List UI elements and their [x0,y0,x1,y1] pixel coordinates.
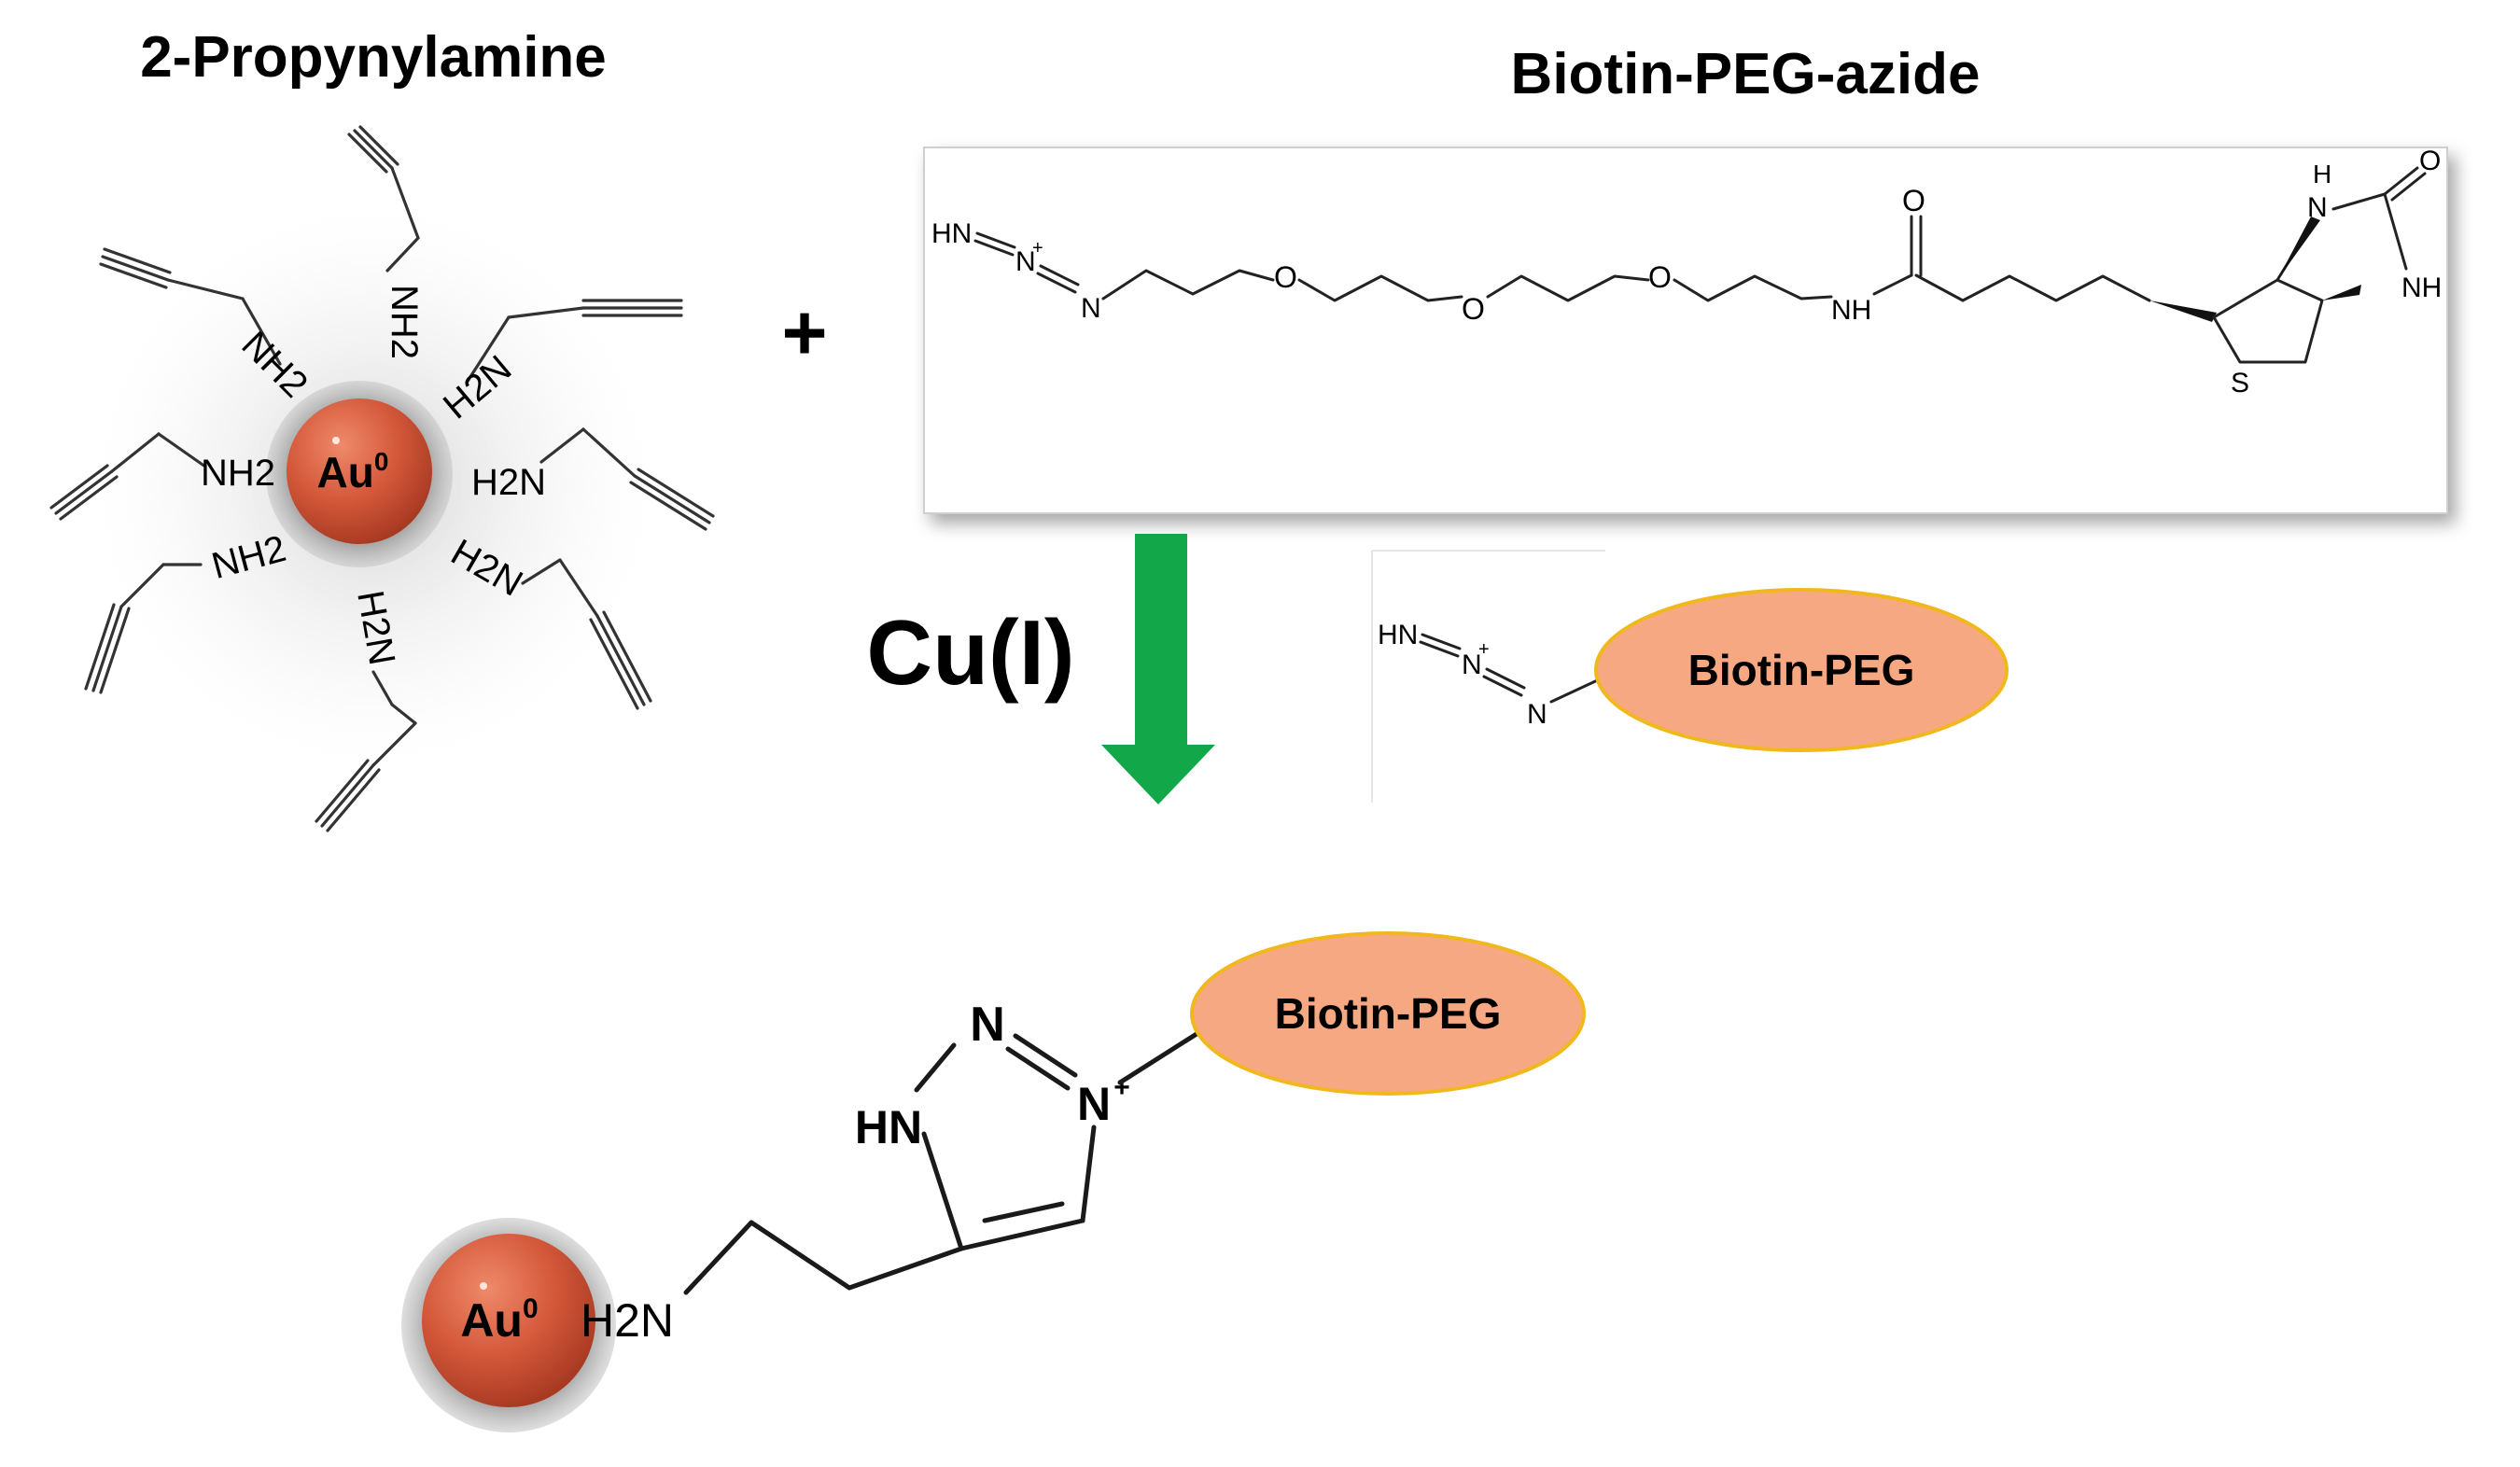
azide-legend: HN N + N Biotin-PEG [1371,550,2009,803]
product-biotin-ellipse [1190,931,1586,1096]
biotin-peg-azide-structure: HN N + N O O O NH O S N H [923,146,2448,514]
propargyl-arm-upper-right [465,299,683,384]
peg-oxygen-3: O [1648,260,1672,294]
gold-core-label: Au0 [317,447,389,496]
stereo-wedge-3 [2322,285,2361,300]
core-highlight [332,437,340,444]
arrow-head [1101,745,1215,804]
azide-hn: HN [931,218,972,249]
product-biotin-label: Biotin-PEG [1275,989,1502,1038]
propargyl-arm-right [539,427,715,531]
ring-n: N [2307,192,2328,223]
triazole-hn: HN [855,1101,922,1153]
catalyst-label: Cu(I) [866,601,1074,704]
structure-box [923,147,2448,514]
carbonyl-oxygen: O [1902,184,1925,217]
triazole-n-plus: N [1077,1078,1111,1130]
legend-biotin-label: Biotin-PEG [1688,646,1915,694]
propargyl-arm-lower-right [521,558,652,710]
peg-oxygen-2: O [1462,292,1485,326]
reaction-arrow [1101,534,1215,804]
triazole-n-top: N [970,998,1005,1052]
legend-azide-n-end: N [1527,699,1547,730]
azide-n-plus: N [1015,246,1036,277]
ring-sulfur: S [2231,368,2249,398]
amine-label-left: NH2 [201,453,275,494]
product-core-highlight [480,1282,487,1290]
propynylamine-title: 2-Propynylamine [140,25,607,90]
product-amine: H2N [581,1294,674,1347]
azide-n-end: N [1081,293,1101,324]
ring-h: H [2313,160,2331,189]
legend-biotin-ellipse [1594,588,2009,752]
amine-label-right: H2N [471,462,546,503]
legend-azide-hn: HN [1378,620,1418,650]
amide-nh: NH [1831,295,1871,326]
gold-core [287,398,432,544]
peg-oxygen-1: O [1274,260,1297,294]
ring-nh: NH [2401,272,2442,303]
product-gold-core [422,1234,595,1407]
propargyl-arm-top [347,125,420,272]
propargyl-arm-upper-left [99,247,282,366]
arrow-shaft [1135,534,1187,747]
propargyl-arm-lower-left [84,563,203,694]
azide-plus-charge: + [1032,238,1043,258]
urea-oxygen: O [2419,146,2441,176]
stereo-wedge-1 [2149,300,2217,322]
legend-azide-n-plus: N [1462,650,1482,680]
propargyl-arm-left [49,432,207,521]
amine-label-top: NH2 [384,285,425,359]
propargyl-arm-bottom [315,670,417,832]
stereo-wedge-2 [2277,217,2320,280]
product-conjugate: Au0 H2N HN N N + Biotin-PEG [401,931,1586,1432]
biotin-peg-azide-title: Biotin-PEG-azide [1511,42,1981,106]
legend-azide-plus: + [1478,639,1490,660]
plus-sign: + [781,288,827,376]
propynylamine-nanoparticle: Au0 NH2 NH2 H2N H2N H2N H2N NH2 NH2 [49,125,715,832]
product-gold-label: Au0 [460,1293,538,1347]
